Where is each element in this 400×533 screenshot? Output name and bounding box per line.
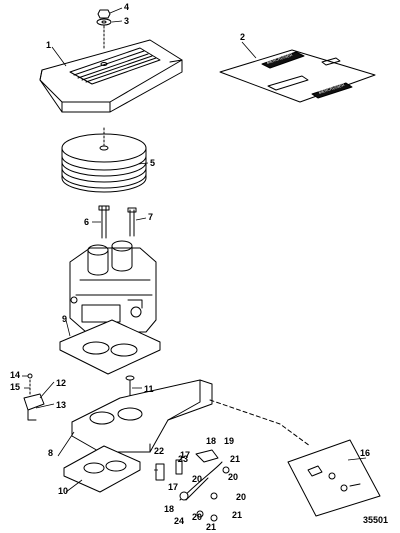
callout-19: 19 xyxy=(224,436,234,446)
callout-5: 5 xyxy=(150,158,155,168)
callout-24: 24 xyxy=(174,516,184,526)
callout-10: 10 xyxy=(58,486,68,496)
nut-and-washer xyxy=(96,9,112,51)
fuel-line-linkage xyxy=(179,449,230,522)
callout-12: 12 xyxy=(56,378,66,388)
callout-2: 2 xyxy=(240,32,245,42)
callout-20: 20 xyxy=(236,492,246,502)
flame-arrestor-cover xyxy=(39,39,183,113)
adapter-plate-bracket xyxy=(71,379,213,453)
figure-number: 35501 xyxy=(362,515,388,525)
callout-17: 17 xyxy=(180,450,190,460)
callout-20: 20 xyxy=(228,472,238,482)
decal-sheet xyxy=(219,49,376,103)
callout-9: 9 xyxy=(62,314,67,324)
callout-20: 20 xyxy=(192,474,202,484)
callout-16: 16 xyxy=(360,448,370,458)
callout-15: 15 xyxy=(10,382,20,392)
callout-18: 18 xyxy=(206,436,216,446)
carburetor-gasket xyxy=(59,319,161,375)
callout-14: 14 xyxy=(10,370,20,380)
callout-1: 1 xyxy=(46,40,51,50)
callout-17: 17 xyxy=(168,482,178,492)
carburetor xyxy=(69,240,157,333)
callout-13: 13 xyxy=(56,400,66,410)
lower-gasket xyxy=(63,445,141,493)
callout-21: 21 xyxy=(232,510,242,520)
studs xyxy=(98,205,137,239)
callout-20: 20 xyxy=(192,512,202,522)
callout-23: 23 xyxy=(178,454,188,464)
callout-22: 22 xyxy=(154,446,164,456)
screw xyxy=(125,375,135,397)
callout-18: 18 xyxy=(164,504,174,514)
fittings xyxy=(155,459,183,481)
callout-3: 3 xyxy=(124,16,129,26)
callout-11: 11 xyxy=(144,384,154,394)
leader-lines xyxy=(22,7,367,493)
callout-21: 21 xyxy=(230,454,240,464)
callout-7: 7 xyxy=(148,212,153,222)
callout-4: 4 xyxy=(124,2,129,12)
callout-21: 21 xyxy=(206,522,216,532)
callout-6: 6 xyxy=(84,217,89,227)
callout-8: 8 xyxy=(48,448,53,458)
flame-arrestor xyxy=(61,127,147,193)
